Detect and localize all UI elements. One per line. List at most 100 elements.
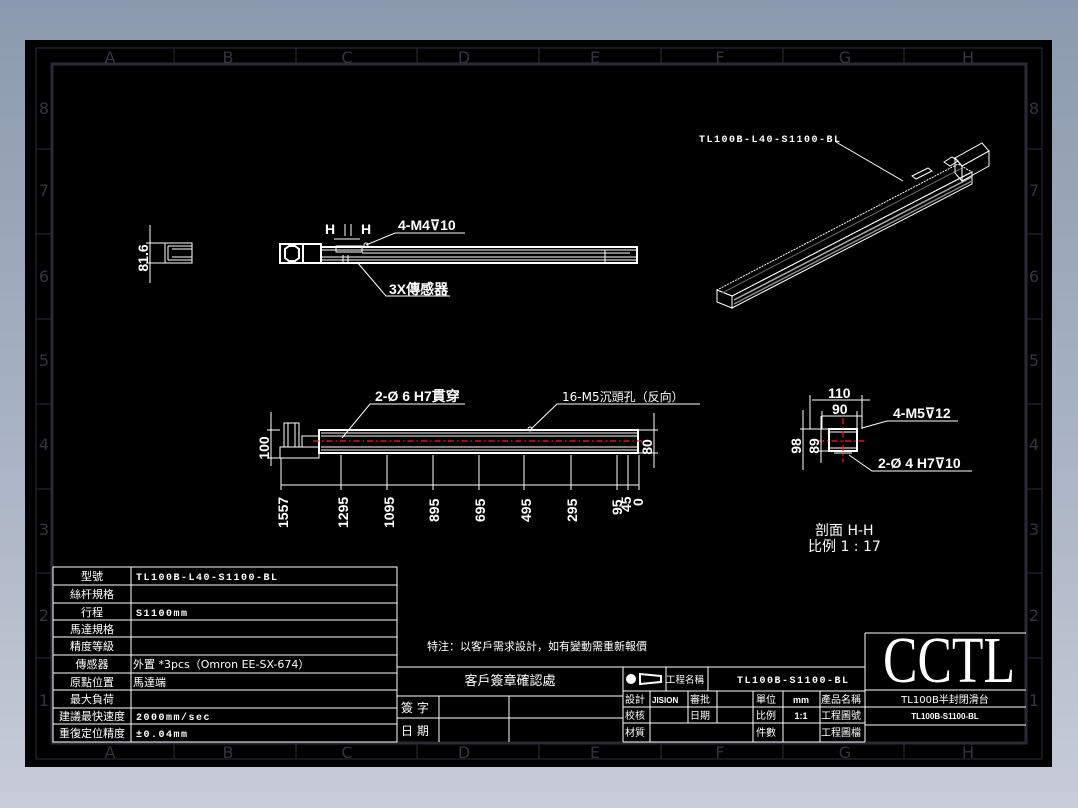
callout-dowel-holes: 2-Ø 4 H7⊽10 xyxy=(878,455,961,471)
front-height-left: 100 xyxy=(256,436,272,460)
top-view: H H 4-M4⊽10 3X傳感器 xyxy=(279,217,638,297)
ordinate-dimension: 0 xyxy=(630,498,646,506)
section-height-inner: 89 xyxy=(806,438,822,454)
approve-label: 審批 xyxy=(690,693,710,706)
zone-label: G xyxy=(839,743,851,762)
section-width-inner: 90 xyxy=(832,401,848,417)
zone-label: H xyxy=(962,743,974,762)
quantity-label: 件數 xyxy=(756,726,776,739)
spec-label: 型號 xyxy=(81,569,103,583)
zone-label: A xyxy=(105,743,116,762)
design-value: JISION xyxy=(652,696,678,705)
zone-label: 7 xyxy=(1029,181,1039,200)
motor-flange-icon xyxy=(284,245,300,262)
column-labels-bottom: A B C D E F G H xyxy=(105,743,974,762)
zone-label: G xyxy=(839,48,851,67)
row-labels-right: 8 7 6 5 4 3 2 1 xyxy=(1029,99,1039,710)
section-scale: 比例 1 : 17 xyxy=(808,539,881,555)
zone-label: C xyxy=(341,48,352,67)
section-height-outer: 98 xyxy=(788,438,804,454)
unit-value: mm xyxy=(793,695,809,705)
zone-label: H xyxy=(962,48,974,67)
callout-through-holes: 2-Ø 6 H7貫穿 xyxy=(375,388,460,404)
unit-label: 單位 xyxy=(756,693,776,706)
zone-label: E xyxy=(590,48,600,67)
approval-title: 客戶簽章確認處 xyxy=(464,673,555,689)
zone-label: D xyxy=(458,48,470,67)
first-angle-projection-icon xyxy=(626,672,662,686)
zone-label: 3 xyxy=(39,520,49,539)
spec-label: 傳感器 xyxy=(76,658,109,671)
spec-value: ±0.04mm xyxy=(136,730,189,741)
spec-value: S1100mm xyxy=(136,609,189,620)
ordinate-dimension: 895 xyxy=(426,498,442,522)
check-label: 校核 xyxy=(625,709,645,722)
section-mark-left: H xyxy=(325,221,335,237)
spec-label: 原點位置 xyxy=(70,675,114,689)
project-name-value: TL100B-S1100-BL xyxy=(737,676,850,687)
drawing-sheet xyxy=(25,40,1052,767)
ordinate-dimension: 95 xyxy=(609,499,625,515)
ordinate-dimension: 1295 xyxy=(335,497,351,528)
spec-label: 精度等級 xyxy=(70,639,114,653)
zone-dividers xyxy=(36,48,1042,759)
section-width-outer: 110 xyxy=(828,385,851,401)
column-labels-top: A B C D E F G H xyxy=(105,48,974,67)
side-height-dimension: 81.6 xyxy=(135,244,151,271)
zone-label: D xyxy=(458,743,470,762)
iso-part-label: TL100B-L40-S1100-BL xyxy=(699,135,842,146)
product-name: TL100B半封閉滑台 xyxy=(900,693,989,706)
spec-value: 2000mm/sec xyxy=(136,712,211,724)
ordinate-dimension: 495 xyxy=(518,498,534,522)
zone-label: 5 xyxy=(39,351,49,370)
row-labels-left: 8 7 6 5 4 3 2 1 xyxy=(39,99,49,710)
ordinate-dimension: 295 xyxy=(564,498,580,522)
spec-label: 最大負荷 xyxy=(70,692,114,706)
special-note: 特注：以客戶需求設計，如有變動需重新報價 xyxy=(427,639,647,653)
zone-label: F xyxy=(715,48,724,67)
spec-label: 行程 xyxy=(81,606,103,619)
zone-label: C xyxy=(341,743,352,762)
section-view: 110 90 98 89 4-M5⊽12 2-Ø 4 H7⊽10 剖面 H-H … xyxy=(788,385,972,555)
zone-label: B xyxy=(223,48,234,67)
date-field-label: 日期 xyxy=(690,710,710,722)
callout-counterbore: 16-M5沉頭孔（反向） xyxy=(562,389,684,404)
scale-value: 1:1 xyxy=(794,711,807,721)
customer-approval-block: 客戶簽章確認處 簽 字 日 期 xyxy=(396,666,624,742)
section-mark-right: H xyxy=(361,221,371,237)
zone-label: 5 xyxy=(1029,351,1039,370)
zone-label: 8 xyxy=(1029,99,1039,118)
drawing-number: TL100B-S1100-BL xyxy=(911,712,979,721)
zone-label: 1 xyxy=(39,691,49,710)
zone-label: A xyxy=(105,48,116,67)
zone-label: 8 xyxy=(39,99,49,118)
section-title: 剖面 H-H xyxy=(815,523,874,539)
title-block: 工程名稱 TL100B-S1100-BL 設計 JISION 審批 單位 mm … xyxy=(623,666,866,743)
zone-label: 4 xyxy=(1029,435,1039,454)
ordinate-dimension: 695 xyxy=(472,498,488,522)
front-height-right: 80 xyxy=(639,439,655,455)
section-arrows-icon xyxy=(334,224,360,240)
zone-label: E xyxy=(590,743,600,762)
side-view: 81.6 xyxy=(135,225,193,283)
company-logo: CCTL xyxy=(883,624,1015,697)
zone-label: 2 xyxy=(1029,606,1039,625)
sign-label: 簽 字 xyxy=(401,700,429,715)
zone-label: B xyxy=(223,743,234,762)
drawing-file-label: 工程圖檔 xyxy=(821,726,861,739)
isometric-view: TL100B-L40-S1100-BL xyxy=(699,135,990,309)
spec-label: 馬達規格 xyxy=(70,622,114,636)
spec-label: 建議最快速度 xyxy=(59,709,125,723)
spec-value: 馬達端 xyxy=(133,676,166,689)
design-label: 設計 xyxy=(625,693,645,706)
company-logo-block: CCTL TL100B半封閉滑台 TL100B-S1100-BL xyxy=(864,624,1026,742)
material-label: 材質 xyxy=(625,726,645,739)
product-name-label: 產品名稱 xyxy=(821,693,861,706)
date-label: 日 期 xyxy=(401,724,429,738)
scale-label: 比例 xyxy=(756,709,776,722)
spec-value: 外置 *3pcs（Omron EE-SX-674） xyxy=(133,658,309,671)
zone-label: 3 xyxy=(1029,520,1039,539)
callout-sensor: 3X傳感器 xyxy=(389,281,449,297)
spec-value: TL100B-L40-S1100-BL xyxy=(136,573,279,584)
